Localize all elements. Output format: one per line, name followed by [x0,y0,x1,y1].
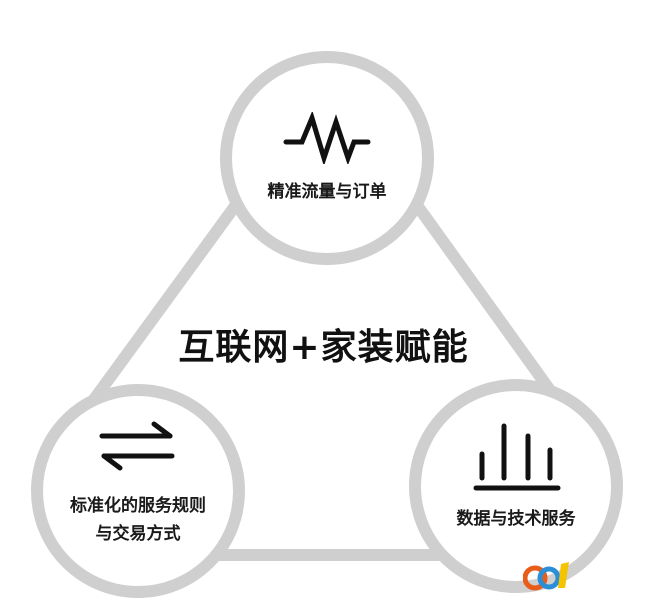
right-node-label: 数据与技术服务 [456,509,576,529]
center-title: 互联网+家装赋能 [178,327,469,368]
left-node-label-line1: 标准化的服务规则 [70,496,206,516]
site-logo-icon [523,562,569,591]
left-node-label-line2: 与交易方式 [95,524,181,544]
left-node-label: 标准化的服务规则 与交易方式 [38,492,238,548]
pulse-wave-icon [283,112,371,164]
bar-chart-icon [473,423,561,491]
left-node-ring [31,384,245,598]
top-node-ring [220,51,434,265]
triangle-outline [73,74,581,561]
exchange-arrows-icon [99,421,175,471]
top-node-label: 精准流量与订单 [267,182,387,202]
